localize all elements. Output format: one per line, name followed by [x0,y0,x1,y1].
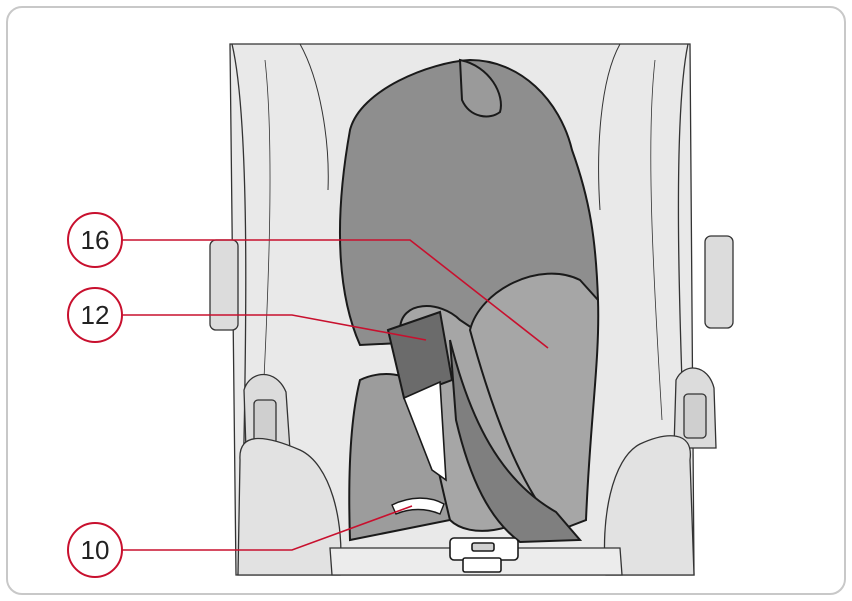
callout-12-label: 12 [81,300,110,330]
callout-16: 16 [68,213,122,267]
callout-10: 10 [68,523,122,577]
callout-10-label: 10 [81,535,110,565]
child-figure [340,60,598,542]
callout-12: 12 [68,288,122,342]
callout-16-label: 16 [81,225,110,255]
